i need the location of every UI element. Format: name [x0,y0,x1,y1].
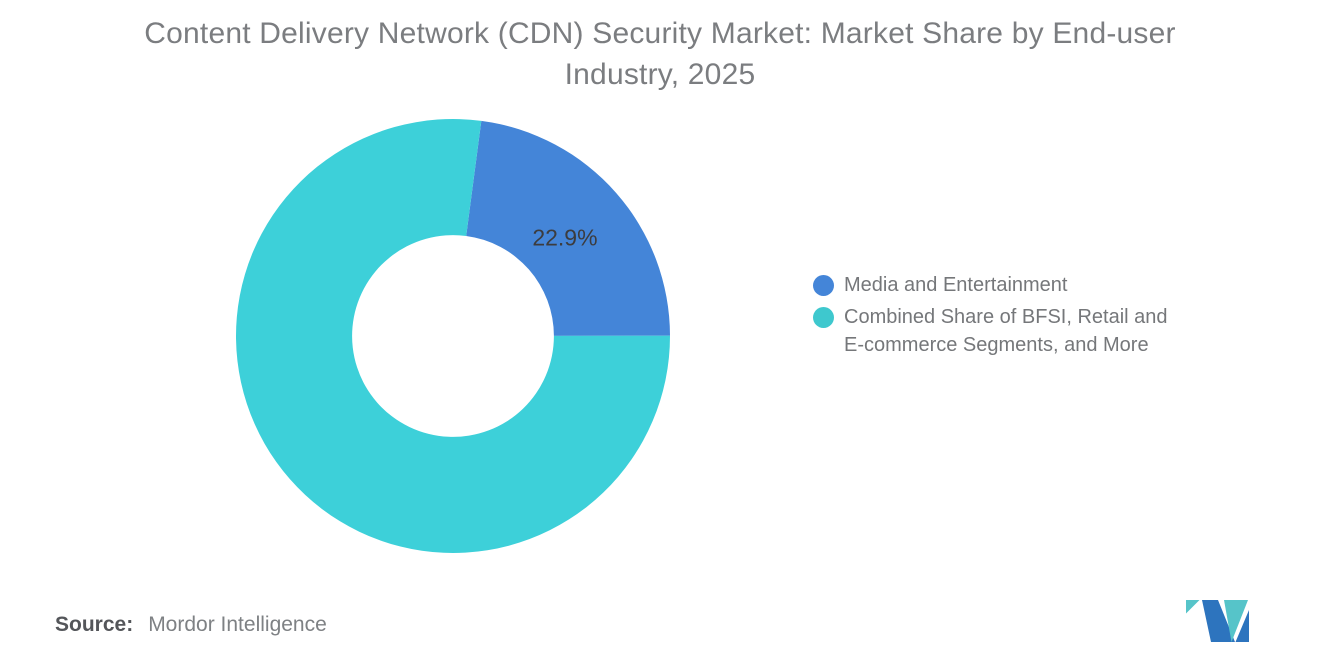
logo-teal-triangle [1186,600,1200,614]
chart-title-line1: Content Delivery Network (CDN) Security … [144,17,1176,50]
slice-data-label: 22.9% [532,225,597,251]
legend-label-line: Media and Entertainment [844,274,1068,296]
legend-label-line: E-commerce Segments, and More [844,334,1149,356]
logo-blue-band [1202,600,1235,642]
logo-blue-triangle [1235,610,1249,642]
legend-item-label: Media and Entertainment [844,271,1067,299]
logo-teal-shape [1224,600,1248,642]
pie-slice-1[interactable] [236,119,670,553]
chart-title: Content Delivery Network (CDN) Security … [0,13,1320,95]
chart-legend: Media and Entertainment Combined Share o… [813,271,1168,363]
donut-chart: 22.9% [236,119,670,553]
legend-item-combined-share[interactable]: Combined Share of BFSI, Retail and E-com… [813,303,1168,359]
source-attribution: Source: Mordor Intelligence [55,612,327,638]
source-label: Source: [55,613,134,636]
chart-title-line2: Industry, 2025 [564,58,756,91]
legend-marker-icon [813,275,834,296]
legend-item-media-entertainment[interactable]: Media and Entertainment [813,271,1168,299]
legend-item-label: Combined Share of BFSI, Retail and E-com… [844,303,1168,359]
mordor-intelligence-logo [1186,600,1249,642]
pie-slice-0[interactable] [466,120,670,336]
source-value: Mordor Intelligence [148,613,327,636]
legend-label-line: Combined Share of BFSI, Retail and [844,306,1168,328]
legend-marker-icon [813,307,834,328]
